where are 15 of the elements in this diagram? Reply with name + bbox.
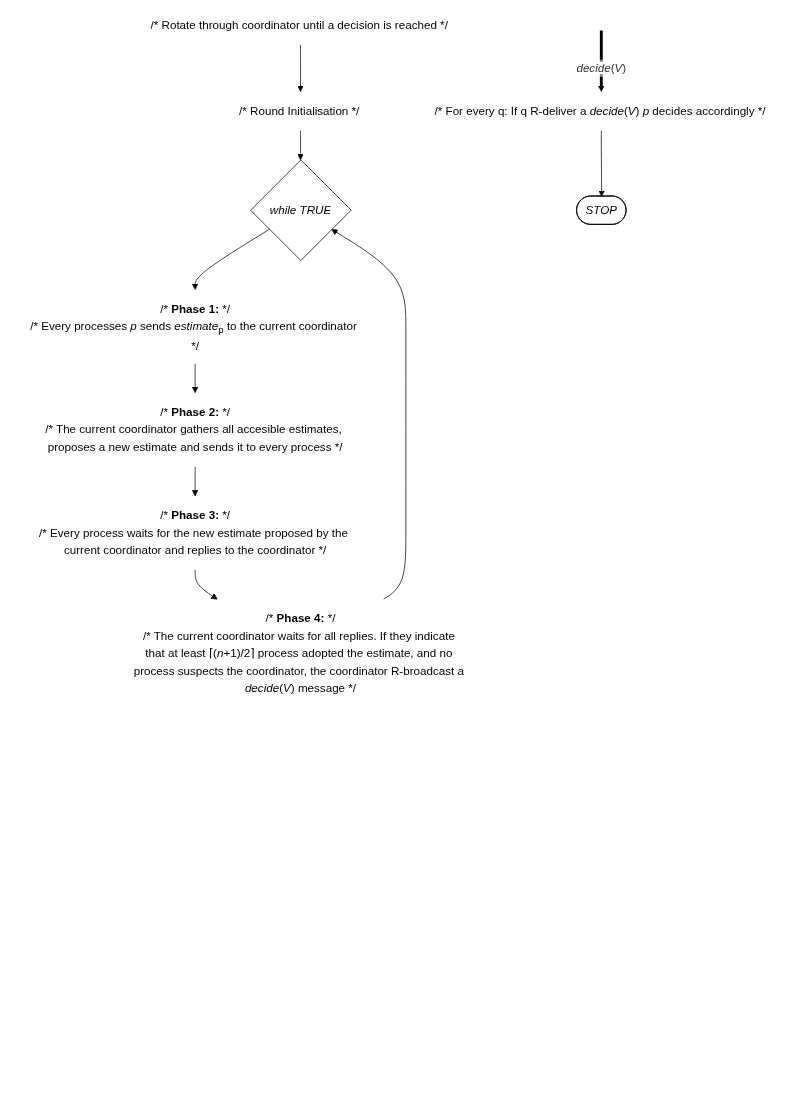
comment-text: /* Phase 4: */ xyxy=(264,611,337,627)
comment-text: /* The current coordinator waits for all replies. If they indicate that at least ⌈(n+1)/2⌉ process adopted the estimate, and no process suspects the coordinator, the coordinator R-broadcast a decide(V) message */ xyxy=(133,628,465,697)
comment-text: /* The current coordinator gathers all accesible estimates, proposes a new estimate and sends it to every process */ xyxy=(44,422,344,456)
comment-text: /* Round Initialisation */ xyxy=(239,103,360,119)
edge-label: decide(V) xyxy=(576,61,627,75)
condition-text: while TRUE xyxy=(269,202,332,218)
comment-text: /* Every process waits for the new estimate proposed by the current coordinator and replies to the coordinator */ xyxy=(38,525,349,559)
comment-text: /* Every processes p sends estimate$_{p}$ to the current coordinator */ xyxy=(29,319,358,353)
comment-text: /* Rotate through coordinator until a decision is reached */ xyxy=(150,17,448,34)
comment-text: /* For every q: If q R-deliver a decide(V) p decides accordingly */ xyxy=(434,103,766,119)
comment-text: /* Phase 2: */ xyxy=(159,404,231,421)
comment-text: /* Phase 3: */ xyxy=(159,508,231,524)
terminal-text: STOP xyxy=(585,202,618,218)
node-diamond xyxy=(250,159,352,261)
comment-text: /* Phase 1: */ xyxy=(159,301,231,317)
